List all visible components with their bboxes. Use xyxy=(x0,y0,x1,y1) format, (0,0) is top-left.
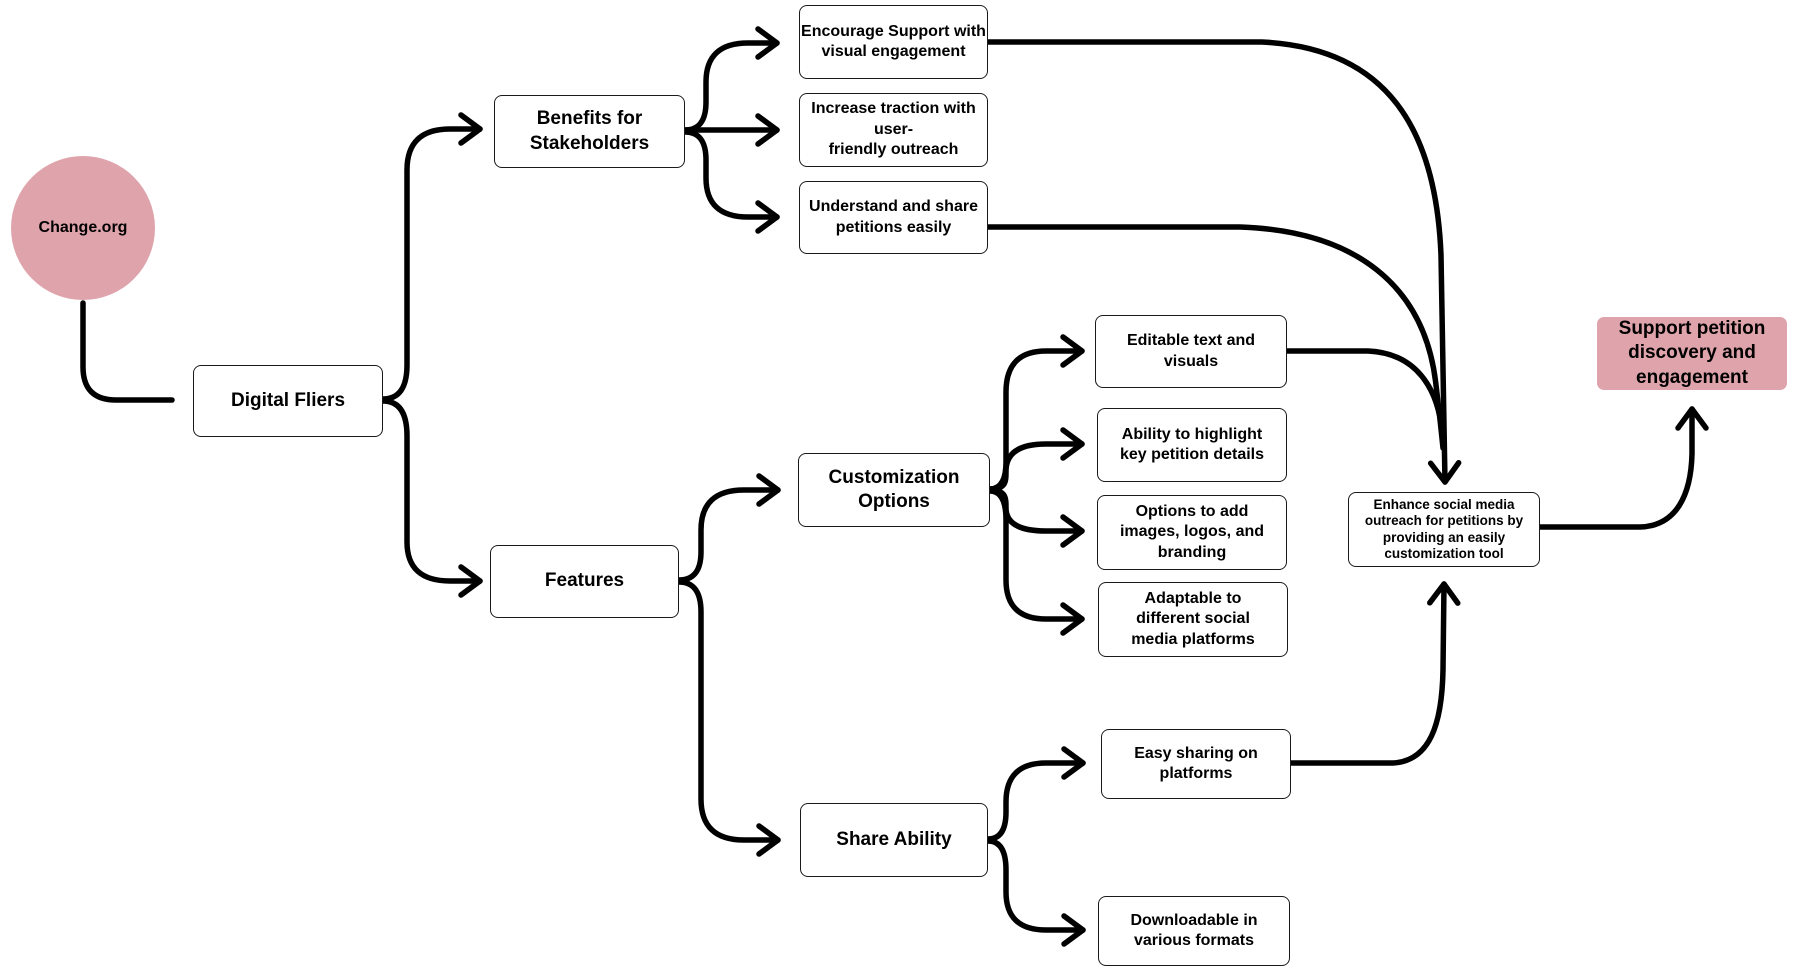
edge-enhance-to-support xyxy=(1537,406,1709,530)
edge-shareability-to-downloadable xyxy=(985,838,1086,947)
node-adaptable-platforms: Adaptable to different social media plat… xyxy=(1098,582,1288,657)
node-easy-sharing: Easy sharing on platforms xyxy=(1101,729,1291,799)
edge-digitalfliers-to-benefits xyxy=(380,112,483,402)
edge-editable-to-enhance xyxy=(1284,348,1445,435)
edge-benefits-to-encourage xyxy=(682,26,780,133)
edge-customization-to-ability xyxy=(987,427,1085,492)
node-ability-highlight: Ability to highlight key petition detail… xyxy=(1097,408,1287,482)
node-digital-fliers: Digital Fliers xyxy=(193,365,383,437)
node-change-org: Change.org xyxy=(11,156,155,300)
node-understand-and-share: Understand and share petitions easily xyxy=(799,181,988,254)
node-features: Features xyxy=(490,545,679,618)
edge-features-to-shareability xyxy=(676,579,781,857)
node-enhance-outreach: Enhance social media outreach for petiti… xyxy=(1348,492,1540,567)
node-options-to-add: Options to add images, logos, and brandi… xyxy=(1097,495,1287,570)
node-editable-text-visuals: Editable text and visuals xyxy=(1095,315,1287,388)
node-benefits-for-stakeholders: Benefits for Stakeholders xyxy=(494,95,685,168)
edge-features-to-customization xyxy=(676,473,781,583)
node-share-ability: Share Ability xyxy=(800,803,988,877)
edge-shareability-to-easysharing xyxy=(985,746,1086,842)
edge-benefits-to-understand xyxy=(682,129,780,234)
edge-encourage-to-enhance xyxy=(985,39,1462,485)
edge-changeorg-to-digitalfliers xyxy=(80,300,175,403)
node-encourage-support: Encourage Support with visual engagement xyxy=(799,5,988,79)
node-support-petition: Support petition discovery and engagemen… xyxy=(1597,317,1787,390)
edge-digitalfliers-to-features xyxy=(380,398,483,598)
edge-customization-to-adaptable xyxy=(987,488,1085,636)
edge-easysharing-to-enhance xyxy=(1288,581,1461,766)
node-downloadable: Downloadable in various formats xyxy=(1098,896,1290,966)
node-customization-options: Customization Options xyxy=(798,453,990,527)
node-increase-traction: Increase traction with user- friendly ou… xyxy=(799,93,988,167)
